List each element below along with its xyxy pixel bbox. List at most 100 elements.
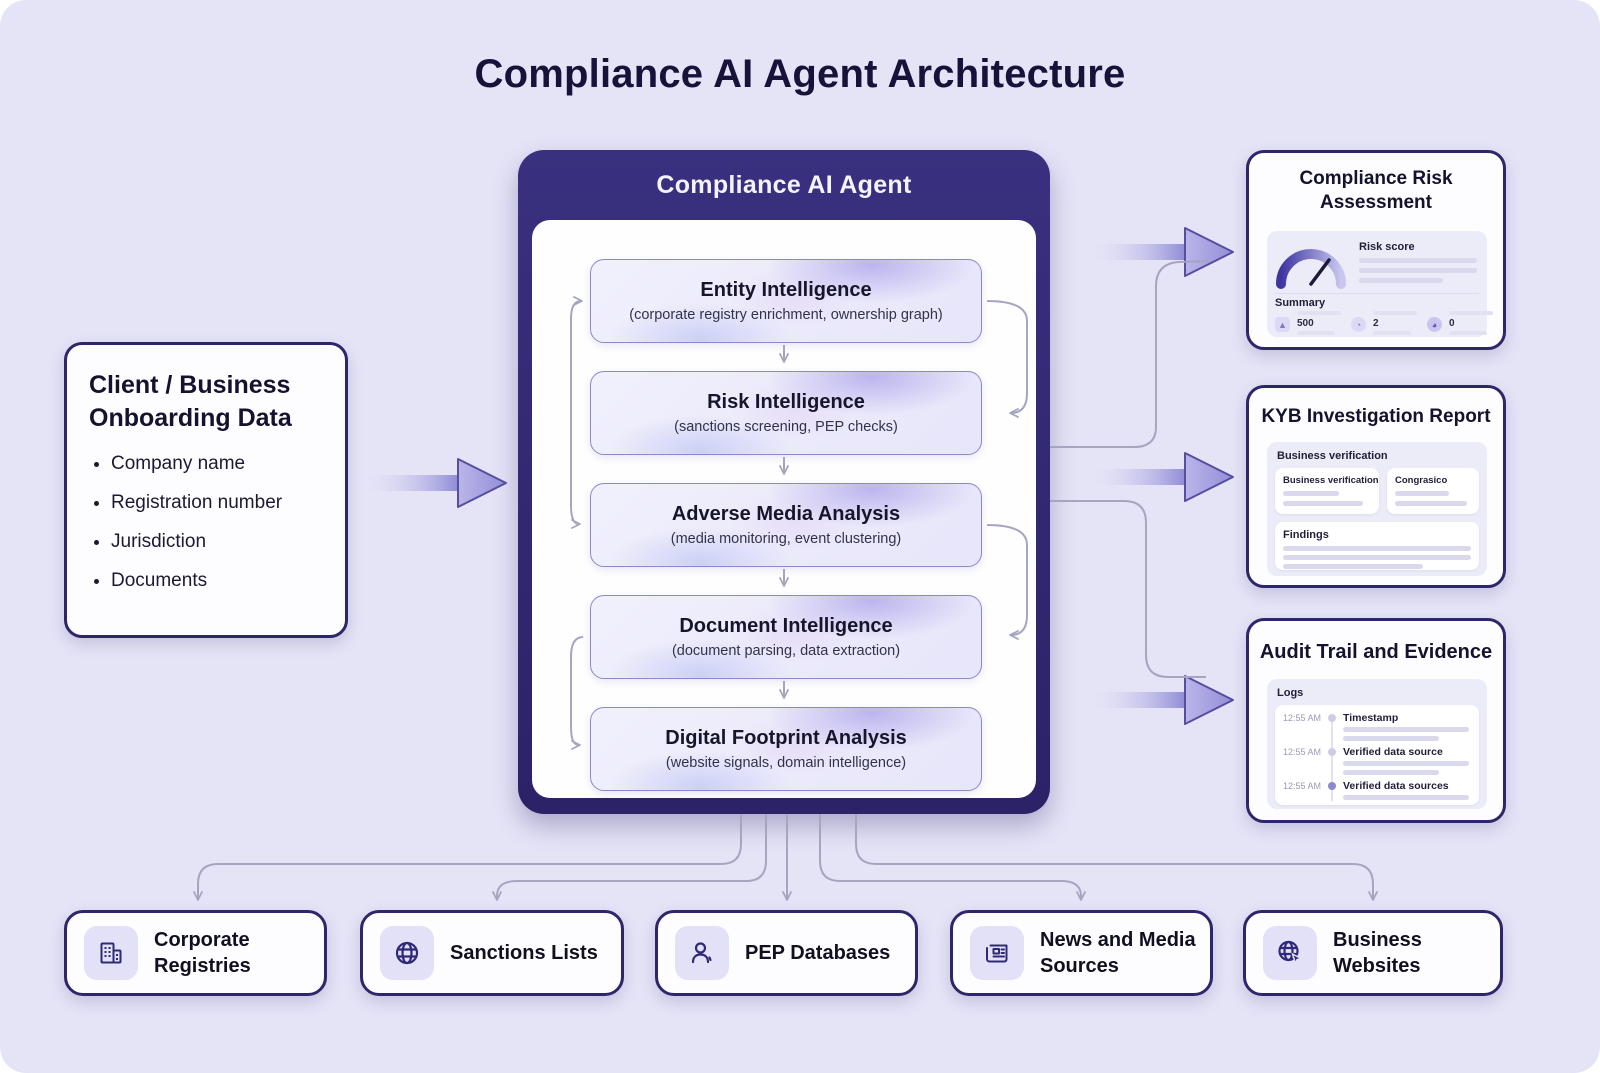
page-title: Compliance AI Agent Architecture bbox=[474, 52, 1126, 96]
stat-value: 500 bbox=[1297, 318, 1314, 329]
source-news-media: News and Media Sources bbox=[950, 910, 1213, 996]
placeholder-line bbox=[1449, 331, 1487, 335]
module-adverse-media-analysis: Adverse Media Analysis (media monitoring… bbox=[590, 483, 982, 567]
client-bullet: Company name bbox=[111, 453, 323, 475]
log-time: 12:55 AM bbox=[1283, 713, 1322, 723]
clock-circle-icon: ◔ bbox=[1351, 317, 1366, 332]
summary-label: Summary bbox=[1275, 297, 1326, 309]
module-title: Risk Intelligence bbox=[707, 391, 865, 413]
placeholder-line bbox=[1343, 736, 1439, 741]
log-time: 12:55 AM bbox=[1283, 781, 1322, 791]
globe-cursor-icon bbox=[1263, 926, 1317, 980]
log-label: Verified data source bbox=[1343, 746, 1443, 758]
module-title: Adverse Media Analysis bbox=[671, 503, 901, 525]
source-label: News and Media Sources bbox=[1040, 929, 1196, 977]
audit-trail-card: Audit Trail and Evidence Logs 12:55 AM T… bbox=[1246, 618, 1506, 823]
kyb-report-title: KYB Investigation Report bbox=[1261, 406, 1491, 427]
log-label: Timestamp bbox=[1343, 712, 1399, 724]
risk-gauge-icon bbox=[1276, 249, 1346, 289]
placeholder-line bbox=[1395, 491, 1449, 496]
link-agent-to-news-media bbox=[819, 814, 1086, 901]
kyb-report-card: KYB Investigation Report Business verifi… bbox=[1246, 385, 1506, 588]
module-title: Entity Intelligence bbox=[700, 279, 872, 301]
placeholder-line bbox=[1283, 491, 1339, 496]
module-subtitle: (corporate registry enrichment, ownershi… bbox=[629, 307, 943, 323]
kyb-findings-card: Findings bbox=[1275, 522, 1479, 570]
placeholder-line bbox=[1359, 268, 1477, 273]
source-pep-databases: PEP Databases bbox=[655, 910, 918, 996]
module-risk-intelligence: Risk Intelligence (sanctions screening, … bbox=[590, 371, 982, 455]
kyb-findings-label: Findings bbox=[1283, 529, 1329, 541]
person-icon bbox=[675, 926, 729, 980]
source-business-websites: Business Websites bbox=[1243, 910, 1503, 996]
module-subtitle: (sanctions screening, PEP checks) bbox=[674, 419, 898, 435]
source-label: Sanctions Lists bbox=[450, 942, 598, 964]
module-subtitle: (media monitoring, event clustering) bbox=[670, 531, 902, 547]
placeholder-line bbox=[1283, 501, 1363, 506]
placeholder-line bbox=[1343, 761, 1469, 766]
client-box-title: Client / Business Onboarding Data bbox=[89, 371, 292, 432]
placeholder-line bbox=[1359, 258, 1477, 263]
globe-icon bbox=[380, 926, 434, 980]
placeholder-line bbox=[1283, 546, 1471, 551]
placeholder-line bbox=[1343, 795, 1469, 800]
placeholder-line bbox=[1449, 311, 1493, 315]
placeholder-line bbox=[1283, 555, 1471, 560]
log-time: 12:55 AM bbox=[1283, 747, 1322, 757]
audit-trail-preview: Logs 12:55 AM Timestamp 12:55 AM Verifie… bbox=[1267, 679, 1487, 809]
client-bullet: Registration number bbox=[111, 492, 323, 514]
agent-header-title: Compliance AI Agent bbox=[656, 170, 912, 199]
module-entity-intelligence: Entity Intelligence (corporate registry … bbox=[590, 259, 982, 343]
kyb-subcard-label: Congrasico bbox=[1395, 475, 1448, 486]
arrow-agent-to-kyb-report bbox=[1085, 452, 1234, 502]
placeholder-line bbox=[1297, 311, 1341, 315]
placeholder-line bbox=[1343, 727, 1469, 732]
client-bullet: Jurisdiction bbox=[111, 531, 323, 553]
source-label: PEP Databases bbox=[745, 942, 891, 964]
module-title: Document Intelligence bbox=[679, 615, 893, 637]
log-dot-icon bbox=[1328, 748, 1336, 756]
client-box-list: Company name Registration number Jurisdi… bbox=[89, 453, 323, 592]
link-agent-to-business-websites bbox=[855, 814, 1378, 901]
log-label: Verified data sources bbox=[1343, 780, 1449, 792]
divider bbox=[1275, 293, 1479, 294]
building-icon bbox=[84, 926, 138, 980]
arrow-agent-to-audit-trail bbox=[1085, 675, 1234, 725]
module-title: Digital Footprint Analysis bbox=[665, 727, 907, 749]
pie-circle-icon: ◕ bbox=[1427, 317, 1442, 332]
stat-value: 2 bbox=[1373, 318, 1379, 329]
placeholder-line bbox=[1343, 770, 1439, 775]
module-subtitle: (document parsing, data extraction) bbox=[671, 643, 901, 659]
source-corporate-registries: Corporate Registries bbox=[64, 910, 327, 996]
arrow-client-to-agent bbox=[358, 458, 507, 508]
module-digital-footprint-analysis: Digital Footprint Analysis (website sign… bbox=[590, 707, 982, 791]
placeholder-line bbox=[1283, 564, 1423, 569]
timeline-line bbox=[1331, 717, 1333, 801]
link-agent-to-risk-card bbox=[1050, 260, 1209, 448]
source-sanctions-lists: Sanctions Lists bbox=[360, 910, 624, 996]
source-label: Corporate Registries bbox=[154, 929, 251, 977]
logs-label: Logs bbox=[1277, 687, 1304, 699]
kyb-report-preview: Business verification Business verificat… bbox=[1267, 442, 1487, 576]
client-bullet: Documents bbox=[111, 570, 323, 592]
risk-score-label: Risk score bbox=[1359, 241, 1415, 253]
link-agent-to-audit-card bbox=[1050, 500, 1206, 678]
arrow-agent-to-risk-assessment bbox=[1085, 227, 1234, 277]
log-dot-icon bbox=[1328, 714, 1336, 722]
newspaper-icon bbox=[970, 926, 1024, 980]
kyb-subcard-business-verification: Business verification bbox=[1275, 468, 1379, 514]
placeholder-line bbox=[1297, 331, 1335, 335]
placeholder-line bbox=[1395, 501, 1467, 506]
module-subtitle: (website signals, domain intelligence) bbox=[665, 755, 907, 771]
warning-triangle-icon: ▲ bbox=[1275, 317, 1290, 332]
kyb-subcard-secondary: Congrasico bbox=[1387, 468, 1479, 514]
link-agent-to-corporate-registries bbox=[193, 814, 742, 901]
client-onboarding-box: Client / Business Onboarding Data Compan… bbox=[64, 342, 348, 638]
kyb-section-label: Business verification bbox=[1277, 450, 1388, 462]
module-document-intelligence: Document Intelligence (document parsing,… bbox=[590, 595, 982, 679]
kyb-subcard-label: Business verification bbox=[1283, 475, 1379, 486]
link-agent-to-sanctions-lists bbox=[492, 814, 767, 901]
risk-assessment-title: Compliance Risk Assessment bbox=[1299, 168, 1453, 213]
placeholder-line bbox=[1359, 278, 1443, 283]
